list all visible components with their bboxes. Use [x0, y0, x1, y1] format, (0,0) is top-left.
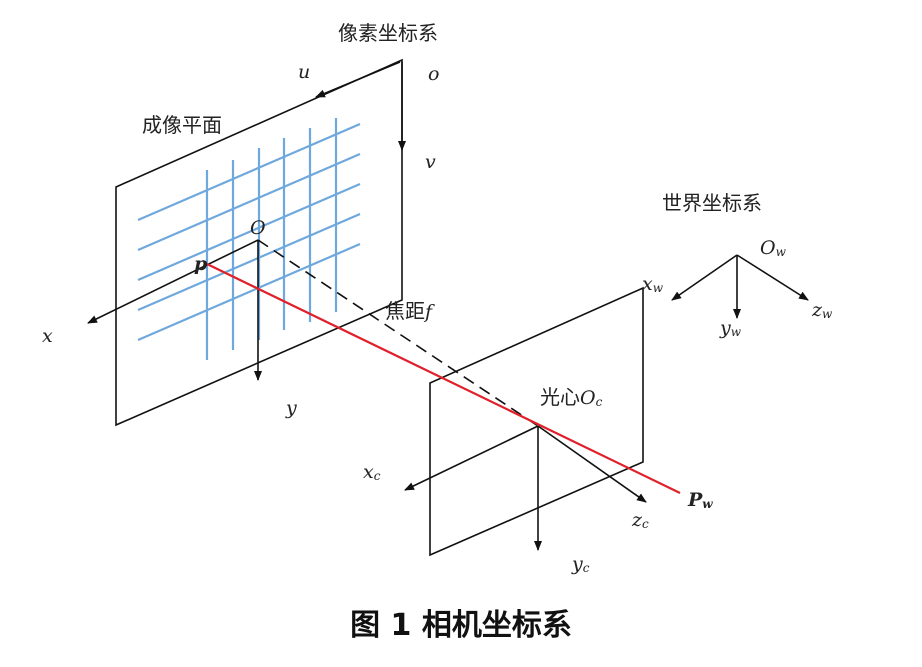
ow-label: Ow: [760, 237, 787, 259]
point-p-label: p: [194, 253, 208, 275]
pw-label: Pw: [687, 489, 713, 511]
camera-coordinate-diagram: 像素坐标系 u o v 成像平面 世界坐标系 O p x y 焦距f 光心Oc …: [42, 21, 833, 575]
zc-label: zc: [631, 509, 649, 531]
zw-label: zw: [811, 299, 833, 321]
pixel-frame-label: 像素坐标系: [338, 21, 438, 45]
xw-label: xw: [642, 273, 664, 295]
world-z-axis: [736, 254, 809, 301]
projection-ray: [206, 263, 681, 494]
focal-length-label: 焦距f: [385, 299, 435, 323]
world-x-axis: [671, 254, 738, 301]
camera-plane: [429, 286, 644, 557]
yc-label: yc: [571, 553, 590, 575]
world-frame-label: 世界坐标系: [662, 191, 762, 215]
o-label: o: [428, 63, 439, 85]
focal-length-line: [257, 239, 539, 427]
yw-label: yw: [719, 317, 742, 339]
image-plane: [115, 58, 403, 427]
image-grid: [137, 118, 361, 360]
zc-axis: [537, 425, 647, 503]
y-label: y: [285, 397, 297, 419]
v-label: v: [425, 151, 436, 173]
image-origin-label: O: [250, 217, 266, 239]
x-label: x: [42, 325, 53, 347]
xc-axis: [404, 425, 539, 491]
image-plane-label: 成像平面: [142, 113, 222, 137]
figure-caption: 图 1 相机坐标系: [350, 608, 572, 643]
xc-label: xc: [363, 461, 381, 483]
u-label: u: [298, 61, 310, 83]
image-x-axis: [87, 239, 259, 324]
u-axis: [315, 61, 401, 98]
optical-center-label: 光心Oc: [540, 385, 603, 409]
